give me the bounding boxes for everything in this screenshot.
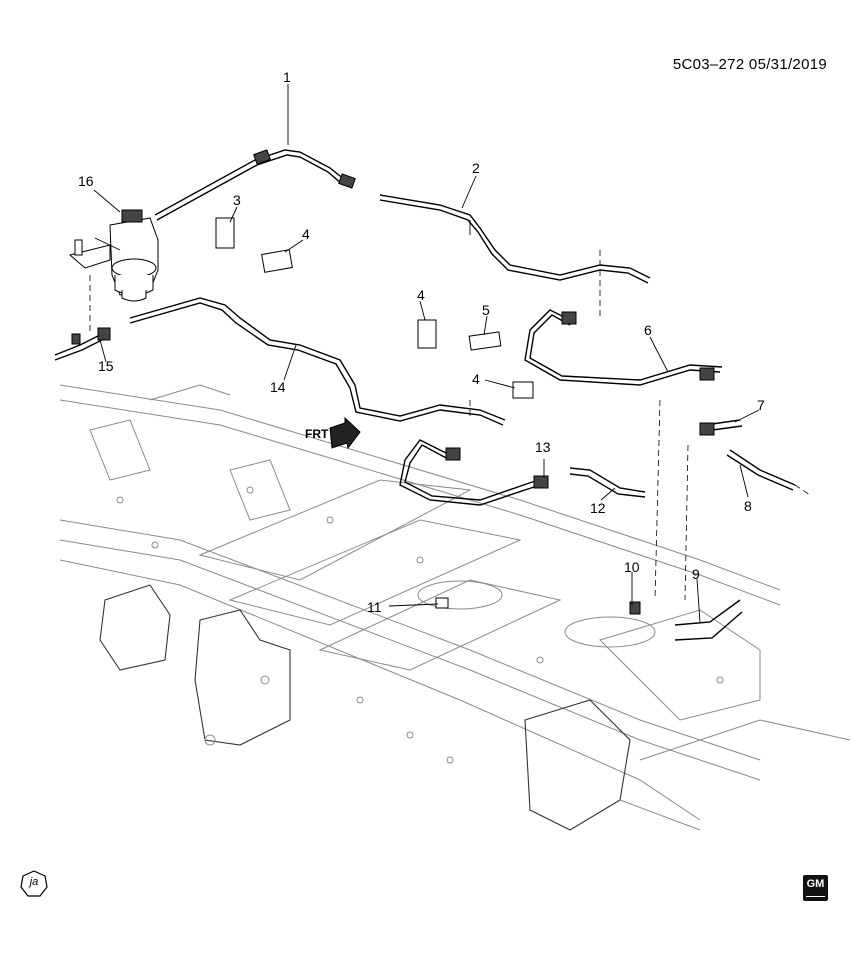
- fuel-line-15: [54, 327, 111, 361]
- gm-logo-bar: [806, 896, 825, 897]
- callout-9: 9: [692, 566, 700, 582]
- ja-badge-label: ja: [29, 876, 39, 888]
- heptagon-icon: [20, 870, 48, 897]
- callout-12: 12: [590, 500, 606, 516]
- gm-logo: GM: [803, 875, 828, 901]
- gm-logo-text: GM: [806, 878, 825, 890]
- ja-badge: ja: [20, 870, 48, 898]
- callout-14: 14: [270, 379, 286, 395]
- fuel-line-14: [129, 297, 506, 426]
- callout-13: 13: [535, 439, 551, 455]
- callout-6: 6: [644, 322, 652, 338]
- callout-3: 3: [233, 192, 241, 208]
- fuel-line-1: [154, 149, 356, 221]
- callout-leaders: [93, 84, 760, 623]
- fuel-line-9: [674, 599, 743, 641]
- callout-8: 8: [744, 498, 752, 514]
- callout-2: 2: [472, 160, 480, 176]
- fuel-line-7-8: [699, 419, 796, 491]
- callout-4-b: 4: [417, 287, 425, 303]
- callout-7: 7: [757, 397, 765, 413]
- callout-10: 10: [624, 559, 640, 575]
- fuel-line-6: [524, 309, 723, 386]
- fuel-line-13: [399, 439, 549, 506]
- callout-1: 1: [283, 69, 291, 85]
- alignment-lines: [89, 250, 811, 601]
- fuel-line-12: [569, 467, 646, 498]
- fuel-filter-assembly: [68, 209, 159, 302]
- callout-4-c: 4: [472, 371, 480, 387]
- callout-numbers: 1 2 3 4 4 5 4 6 7 8 9 10 11 12 13 14 15 …: [78, 69, 765, 615]
- vehicle-frame: [59, 384, 851, 831]
- callout-5: 5: [482, 302, 490, 318]
- callout-11: 11: [367, 599, 382, 615]
- callout-16: 16: [78, 173, 94, 189]
- callout-4-a: 4: [302, 226, 310, 242]
- fuel-line-2: [379, 194, 651, 284]
- retainer-clips: [215, 217, 641, 615]
- callout-15: 15: [98, 358, 114, 374]
- front-label: FRT: [305, 427, 329, 441]
- front-direction-arrow: FRT: [305, 416, 361, 450]
- diagram-id-date: 5C03–272 05/31/2019: [672, 56, 827, 73]
